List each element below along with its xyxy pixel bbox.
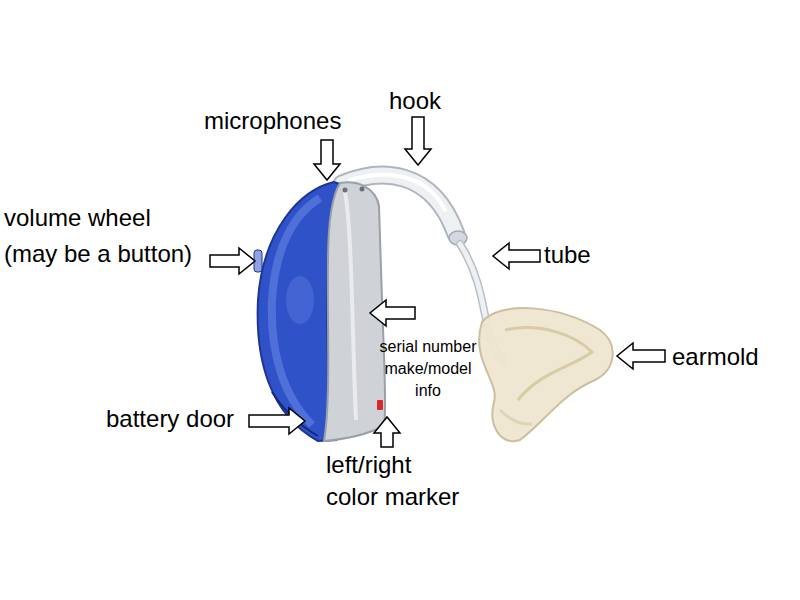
callout-arrow: [370, 300, 415, 326]
microphone-port: [343, 188, 348, 193]
part-label: serial number make/model info: [379, 336, 477, 402]
callout-arrow: [249, 408, 305, 434]
callout-arrow: [314, 140, 340, 180]
earmold: [479, 308, 613, 441]
body-highlight: [272, 198, 320, 425]
part-label: battery door: [106, 404, 234, 434]
callout-arrow: [617, 343, 665, 369]
earmold-detail: [500, 410, 532, 424]
callout-arrow: [210, 248, 255, 274]
callout-arrow: [493, 243, 540, 269]
part-label: tube: [544, 240, 591, 270]
callout-arrow: [405, 117, 431, 165]
part-label: volume wheel (may be a button): [4, 200, 194, 272]
part-label: earmold: [672, 342, 759, 372]
part-label: left/right color marker: [326, 449, 461, 513]
microphone-port: [360, 187, 365, 192]
part-label: hook: [389, 86, 441, 116]
earmold-detail: [505, 328, 592, 400]
body-detail: [286, 276, 314, 324]
callout-arrow: [374, 417, 400, 447]
part-label: microphones: [204, 106, 341, 136]
color-marker: [377, 400, 383, 410]
face-highlight: [345, 192, 356, 420]
